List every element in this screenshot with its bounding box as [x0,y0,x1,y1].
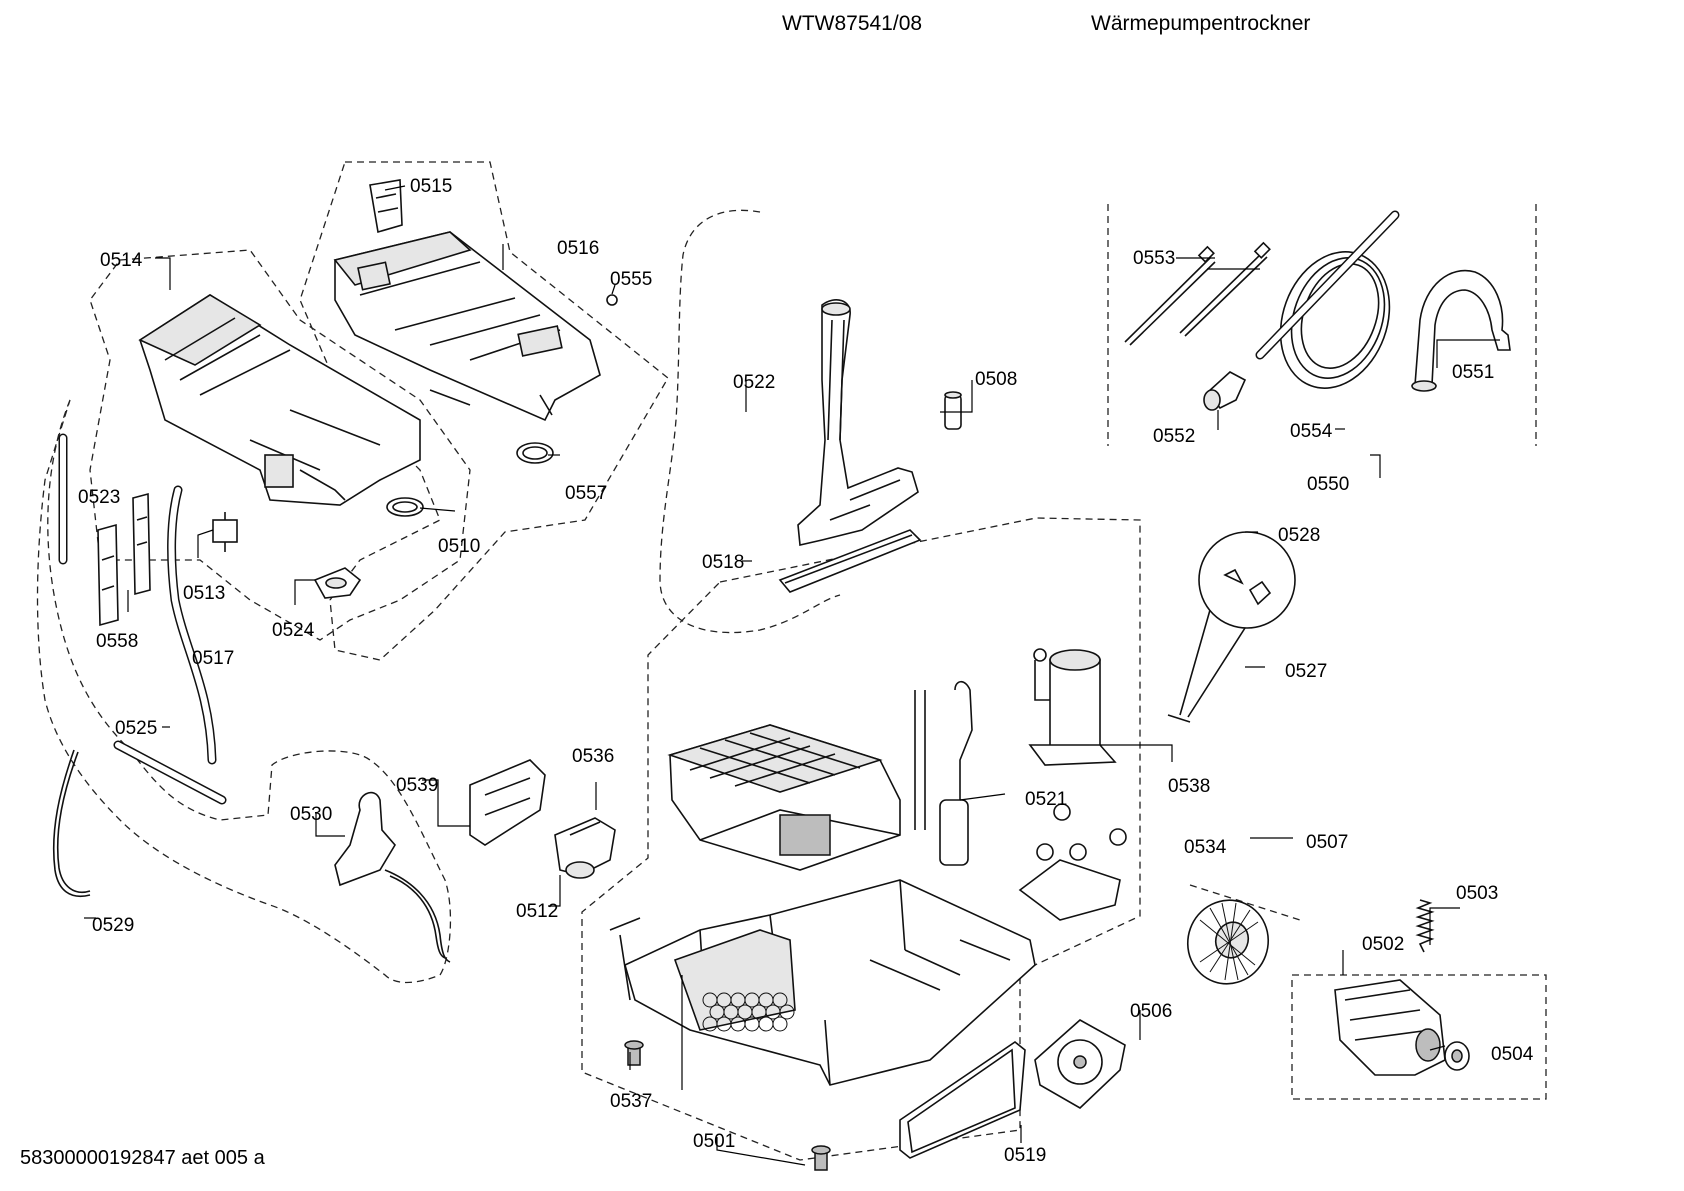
label-0515: 0515 [410,176,452,197]
part-0519-gasket [899,1041,1026,1159]
part-0501-screw [811,1145,831,1171]
part-0516-drawer-housing [333,231,601,422]
part-0555-plug [606,294,618,306]
part-0513-solenoid [212,512,238,552]
label-0537: 0537 [610,1091,652,1112]
label-0554: 0554 [1290,421,1333,442]
label-0522: 0522 [733,372,775,393]
label-0551: 0551 [1452,362,1494,383]
part-0551-hose-bracket [1411,269,1511,392]
label-0558: 0558 [96,631,138,652]
label-0514: 0514 [100,250,143,271]
part-0514-water-tank [138,294,421,506]
label-0550: 0550 [1307,474,1349,495]
label-0518: 0518 [702,552,744,573]
label-0517: 0517 [192,648,234,669]
label-0504: 0504 [1491,1044,1534,1065]
label-0513: 0513 [183,583,225,604]
label-0507: 0507 [1306,832,1348,853]
part-0527-sensor-callout [1167,531,1296,723]
label-0506: 0506 [1130,1001,1172,1022]
part-number-labels: 0514 0515 0516 0555 0557 0510 0523 0513 … [78,176,1534,1166]
label-0527: 0527 [1285,661,1327,682]
label-0516: 0516 [557,238,599,259]
part-0506-axial-fan [1034,1019,1126,1109]
part-0534-mounting-plate [1018,803,1127,921]
label-0510: 0510 [438,536,480,557]
label-0524: 0524 [272,620,315,641]
base-assembly-outline [581,517,1141,1161]
part-0552-hose-connector [1203,371,1247,411]
water-tank-group-outline [89,249,471,641]
label-0538: 0538 [1168,776,1210,797]
label-0528: 0528 [1278,525,1320,546]
label-0529: 0529 [92,915,134,936]
part-0518-duct-gasket [778,529,922,593]
part-0512-valve-unit [554,817,616,879]
label-0503: 0503 [1456,883,1498,904]
part-heat-exchanger [667,724,901,871]
label-0525: 0525 [115,718,157,739]
label-0501: 0501 [693,1131,735,1152]
label-0552: 0552 [1153,426,1195,447]
part-0537-screw [624,1040,644,1066]
part-0508-small-cylinder [944,391,962,430]
drain-hose-loop-outline [36,399,452,984]
document-id: 58300000192847 aet 005 a [20,1147,265,1169]
label-0530: 0530 [290,804,332,825]
label-0512: 0512 [516,901,558,922]
base-tray-honeycomb [702,992,795,1032]
label-0539: 0539 [396,775,438,796]
compressor-lead-outline [1189,884,1301,921]
label-0536: 0536 [572,746,614,767]
part-0554-drain-hose-coil [1255,210,1400,389]
part-0525-straight-tube [113,740,227,805]
part-0557-seal-ring [516,442,554,464]
motor-group-outline [1291,974,1547,1100]
part-0539-pump-bracket [469,759,546,846]
part-0517-hose [167,485,217,765]
label-0534: 0534 [1184,837,1227,858]
leader-lines [84,185,1500,1166]
label-0508: 0508 [975,369,1017,390]
label-0555: 0555 [610,269,652,290]
label-0519: 0519 [1004,1145,1046,1166]
part-0530-pump [334,791,451,963]
part-0510-seal-ring [386,497,424,517]
part-0524-grommet [313,567,362,599]
part-0521-refrigerant-pipes [914,680,973,866]
duct-loop-outline [659,209,841,634]
label-0521: 0521 [1025,789,1067,810]
model-number: WTW87541/08 [782,12,923,35]
part-0502-motor [1334,979,1446,1076]
label-0502: 0502 [1362,934,1404,955]
part-0501-base-tray [609,879,1036,1086]
appliance-description: Wärmepumpentrockner [1091,12,1311,35]
part-0506-fan-wheel [1186,899,1270,985]
part-0538-compressor [1028,648,1117,766]
label-0557: 0557 [565,483,607,504]
label-0553: 0553 [1133,248,1175,269]
part-0529-drain-hose [52,749,91,897]
part-0504-pulley [1444,1041,1470,1071]
part-0558-valve-bracket [97,492,151,627]
part-0522-air-duct [797,299,919,546]
part-0515-clip [369,179,403,234]
label-0523: 0523 [78,487,120,508]
